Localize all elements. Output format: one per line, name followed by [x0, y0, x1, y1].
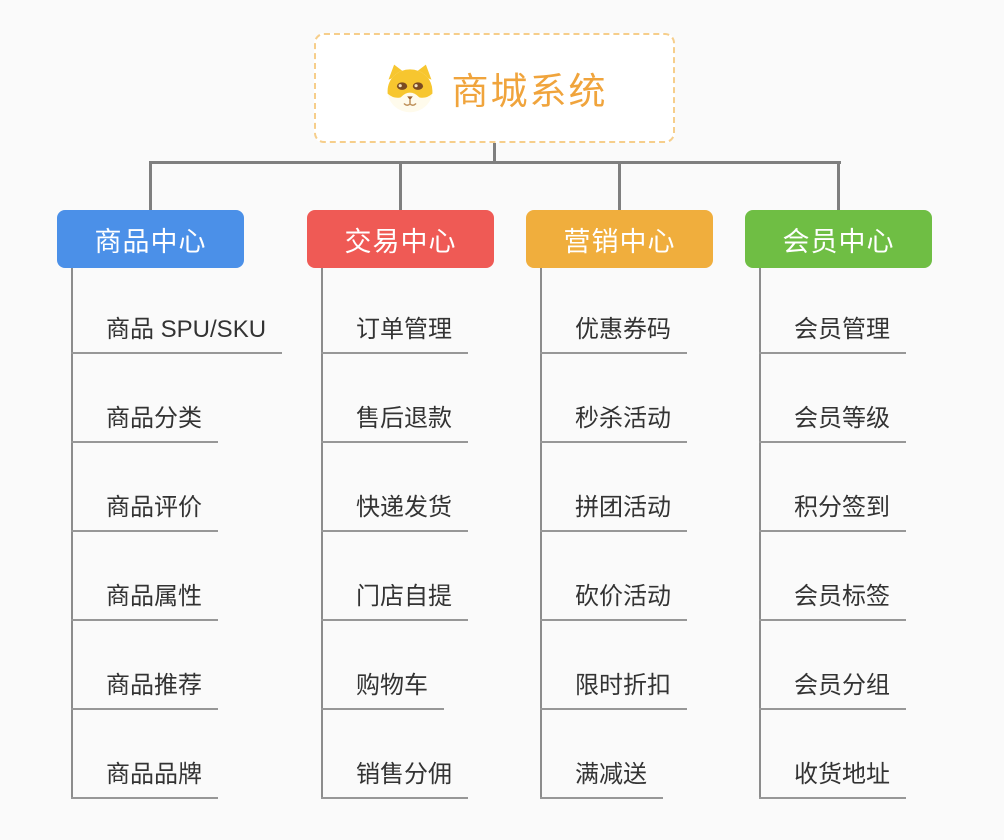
leaf-node[interactable]: 商品推荐 [71, 664, 218, 710]
connector-root-drop [493, 143, 496, 163]
leaf-node[interactable]: 满减送 [540, 753, 663, 799]
leaf-node[interactable]: 砍价活动 [540, 575, 687, 621]
connector-drop-marketing [618, 161, 621, 210]
root-node[interactable]: 商城系统 [314, 33, 675, 143]
leaf-node[interactable]: 秒杀活动 [540, 397, 687, 443]
leaf-node[interactable]: 订单管理 [321, 308, 468, 354]
branch-header-marketing-center[interactable]: 营销中心 [526, 210, 713, 268]
branch-children-trade: 订单管理 售后退款 快递发货 门店自提 购物车 销售分佣 [307, 268, 542, 801]
branch-spine-line [321, 268, 323, 799]
leaf-node[interactable]: 商品品牌 [71, 753, 218, 799]
leaf-node[interactable]: 优惠券码 [540, 308, 687, 354]
leaf-node[interactable]: 商品属性 [71, 575, 218, 621]
branch-header-product-center[interactable]: 商品中心 [57, 210, 244, 268]
leaf-node[interactable]: 购物车 [321, 664, 444, 710]
branch-label: 交易中心 [344, 226, 457, 257]
branch-children-member: 会员管理 会员等级 积分签到 会员标签 会员分组 收货地址 [745, 268, 980, 801]
root-title: 商城系统 [451, 71, 608, 112]
leaf-node[interactable]: 门店自提 [321, 575, 468, 621]
branch-header-member-center[interactable]: 会员中心 [745, 210, 932, 268]
branch-label: 营销中心 [563, 226, 676, 257]
leaf-node[interactable]: 售后退款 [321, 397, 468, 443]
branch-children-marketing: 优惠券码 秒杀活动 拼团活动 砍价活动 限时折扣 满减送 [526, 268, 761, 801]
branch-children-product: 商品 SPU/SKU 商品分类 商品评价 商品属性 商品推荐 商品品牌 [57, 268, 292, 801]
leaf-node[interactable]: 快递发货 [321, 486, 468, 532]
leaf-node[interactable]: 商品评价 [71, 486, 218, 532]
leaf-node[interactable]: 限时折扣 [540, 664, 687, 710]
branch-spine-line [71, 268, 73, 799]
leaf-node[interactable]: 会员分组 [759, 664, 906, 710]
leaf-node[interactable]: 拼团活动 [540, 486, 687, 532]
leaf-node[interactable]: 销售分佣 [321, 753, 468, 799]
leaf-node[interactable]: 会员等级 [759, 397, 906, 443]
branch-header-trade-center[interactable]: 交易中心 [307, 210, 494, 268]
connector-drop-member [837, 161, 840, 210]
branch-spine-line [540, 268, 542, 799]
branch-spine-line [759, 268, 761, 799]
shiba-dog-icon [387, 64, 432, 113]
leaf-node[interactable]: 会员管理 [759, 308, 906, 354]
leaf-node[interactable]: 会员标签 [759, 575, 906, 621]
leaf-node[interactable]: 收货地址 [759, 753, 906, 799]
leaf-node[interactable]: 积分签到 [759, 486, 906, 532]
connector-drop-trade [399, 161, 402, 210]
branch-label: 商品中心 [94, 226, 207, 257]
connector-drop-product [149, 161, 152, 210]
leaf-node[interactable]: 商品分类 [71, 397, 218, 443]
connector-horizontal-bar [149, 161, 841, 164]
branch-label: 会员中心 [782, 226, 895, 257]
leaf-node[interactable]: 商品 SPU/SKU [71, 308, 283, 354]
